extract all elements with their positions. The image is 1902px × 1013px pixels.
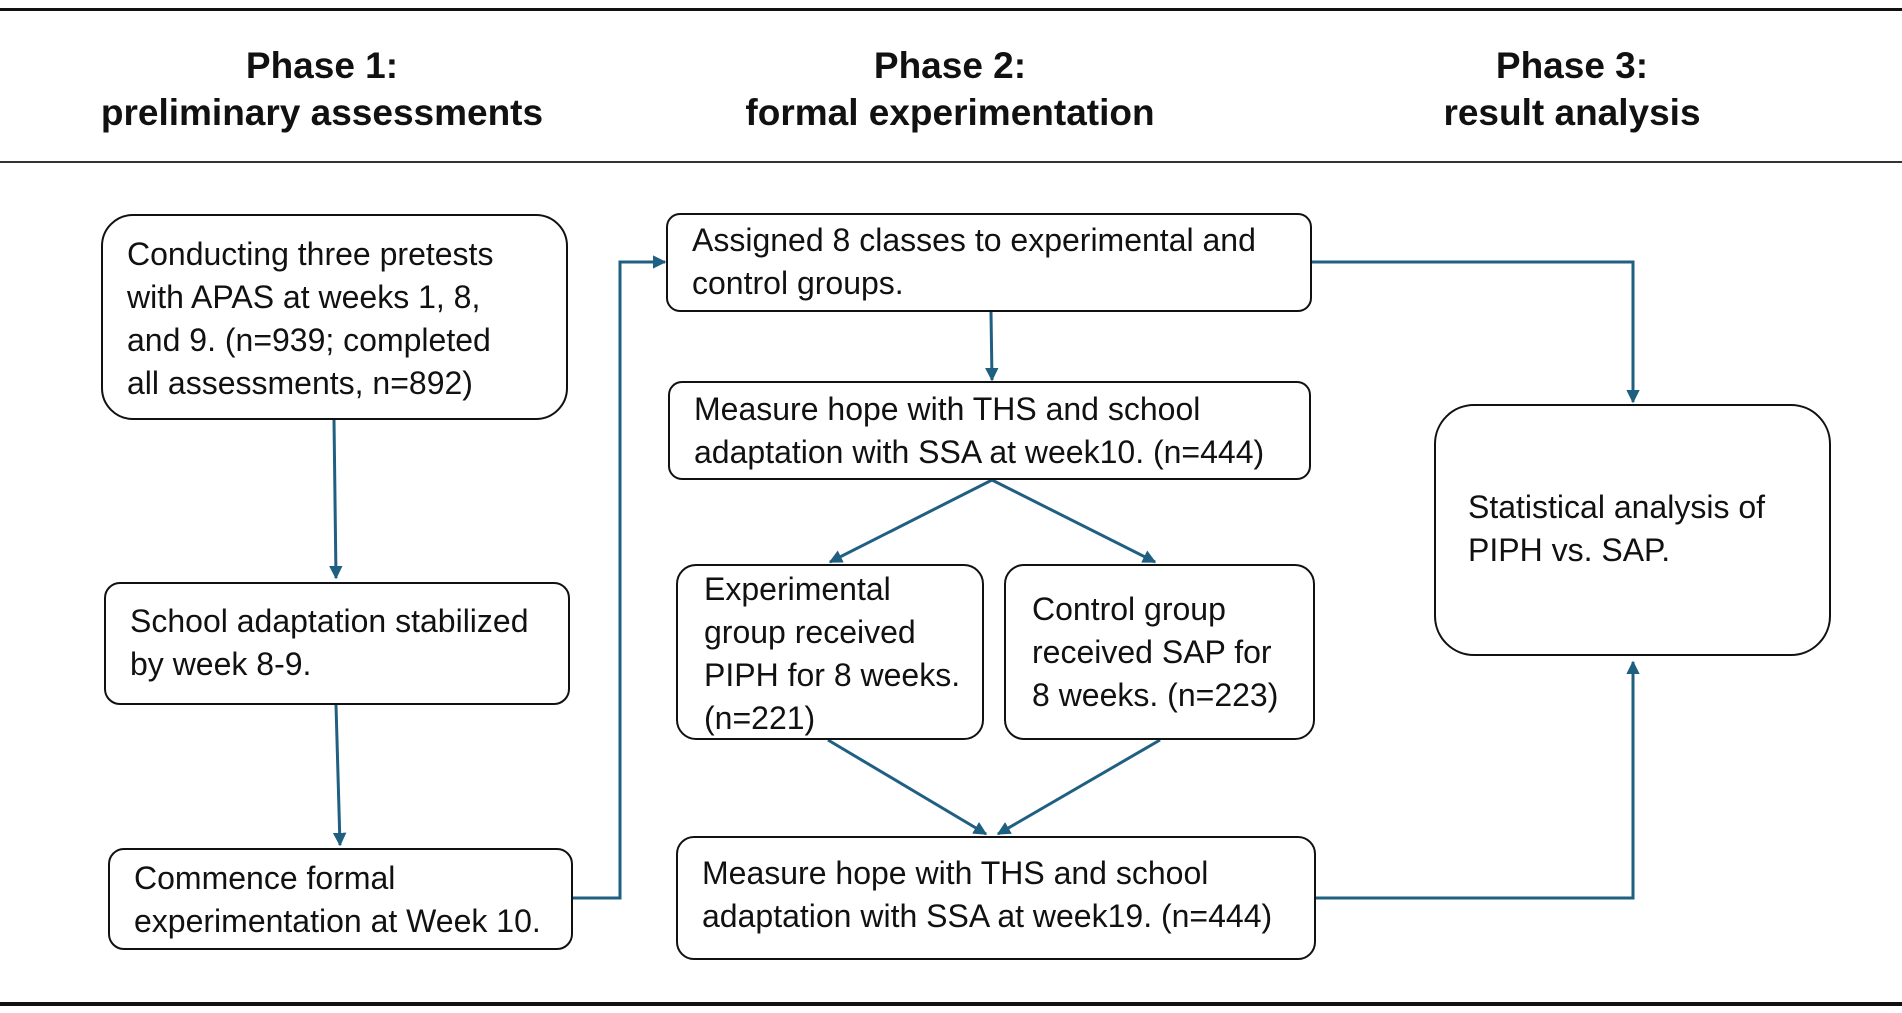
- arrow-pretests-to-stabilized: [329, 419, 343, 580]
- control-group-box: Control group received SAP for 8 weeks. …: [1004, 564, 1315, 740]
- commence-line-2: experimentation at Week 10.: [134, 903, 541, 939]
- arrow-commence-to-assigned: [573, 255, 667, 900]
- arrow-measure10-to-experimental: [828, 478, 993, 564]
- control-line-1: Control group: [1032, 591, 1226, 627]
- commence-line-1: Commence formal: [134, 860, 396, 896]
- phase-2-header: Phase 2: formal experimentation: [690, 42, 1210, 136]
- pretests-line-3: and 9. (n=939; completed: [127, 322, 491, 358]
- arrow-measure10-to-control: [991, 478, 1157, 564]
- arrow-assigned-to-analysis: [1312, 260, 1640, 404]
- phase-2-title: formal experimentation: [745, 92, 1155, 133]
- phase-1-header: Phase 1: preliminary assessments: [62, 42, 582, 136]
- top-rule: [0, 8, 1902, 11]
- arrow-assigned-to-measure10: [985, 311, 999, 382]
- experimental-line-2: group received: [704, 614, 916, 650]
- measure-week19-box: Measure hope with THS and school adaptat…: [676, 836, 1316, 960]
- assigned-line-2: control groups.: [692, 265, 904, 301]
- phase-3-title: result analysis: [1443, 92, 1701, 133]
- header-divider: [0, 161, 1902, 163]
- pretests-line-2: with APAS at weeks 1, 8,: [127, 279, 481, 315]
- experimental-line-3: PIPH for 8 weeks.: [704, 657, 961, 693]
- control-line-3: 8 weeks. (n=223): [1032, 677, 1279, 713]
- assigned-box: Assigned 8 classes to experimental and c…: [666, 213, 1312, 312]
- stabilized-line-1: School adaptation stabilized: [130, 603, 529, 639]
- analysis-line-2: PIPH vs. SAP.: [1468, 532, 1671, 568]
- phase-3-header: Phase 3: result analysis: [1312, 42, 1832, 136]
- arrow-experimental-to-measure19: [827, 738, 988, 836]
- control-line-2: received SAP for: [1032, 634, 1272, 670]
- arrow-control-to-measure19: [996, 738, 1161, 836]
- analysis-box: Statistical analysis of PIPH vs. SAP.: [1434, 404, 1831, 656]
- pretests-box: Conducting three pretests with APAS at w…: [101, 214, 568, 420]
- phase-1-title: preliminary assessments: [100, 92, 544, 133]
- phase-2-label: Phase 2:: [873, 45, 1027, 86]
- stabilized-box: School adaptation stabilized by week 8-9…: [104, 582, 570, 705]
- arrow-measure19-to-analysis: [1315, 660, 1640, 900]
- assigned-line-1: Assigned 8 classes to experimental and: [692, 222, 1256, 258]
- measure-week10-box: Measure hope with THS and school adaptat…: [668, 381, 1311, 480]
- stabilized-line-2: by week 8-9.: [130, 646, 312, 682]
- analysis-line-1: Statistical analysis of: [1468, 489, 1766, 525]
- experimental-line-4: (n=221): [704, 700, 816, 736]
- measure-week19-line-1: Measure hope with THS and school: [702, 855, 1209, 891]
- measure-week10-line-1: Measure hope with THS and school: [694, 391, 1201, 427]
- pretests-line-1: Conducting three pretests: [127, 236, 494, 272]
- phase-1-label: Phase 1:: [245, 45, 399, 86]
- phase-3-label: Phase 3:: [1495, 45, 1649, 86]
- experimental-group-box: Experimental group received PIPH for 8 w…: [676, 564, 984, 740]
- commence-box: Commence formal experimentation at Week …: [108, 848, 573, 950]
- experimental-line-1: Experimental: [704, 571, 891, 607]
- measure-week10-line-2: adaptation with SSA at week10. (n=444): [694, 434, 1265, 470]
- bottom-rule: [0, 1002, 1902, 1006]
- measure-week19-line-2: adaptation with SSA at week19. (n=444): [702, 898, 1273, 934]
- arrow-stabilized-to-commence: [332, 704, 347, 847]
- pretests-line-4: all assessments, n=892): [127, 365, 473, 401]
